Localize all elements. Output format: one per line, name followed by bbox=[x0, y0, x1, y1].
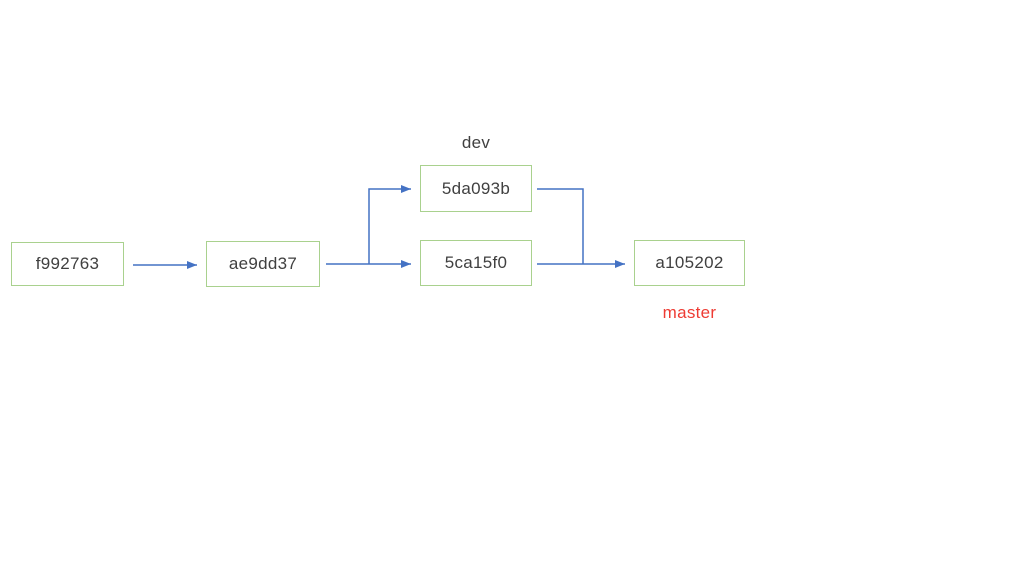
commit-node-a105202: a105202 bbox=[634, 240, 745, 286]
commit-node-5da093b: 5da093b bbox=[420, 165, 532, 212]
branch-label-master: master bbox=[662, 303, 717, 322]
branch-label-dev: dev bbox=[461, 133, 491, 152]
line-dev-head-to-merge-join bbox=[537, 188, 584, 264]
commit-node-ae9dd37: ae9dd37 bbox=[206, 241, 320, 287]
arrow-branch-to-dev-head bbox=[368, 185, 411, 264]
commit-node-5ca15f0: 5ca15f0 bbox=[420, 240, 532, 286]
commit-node-f992763: f992763 bbox=[11, 242, 124, 286]
